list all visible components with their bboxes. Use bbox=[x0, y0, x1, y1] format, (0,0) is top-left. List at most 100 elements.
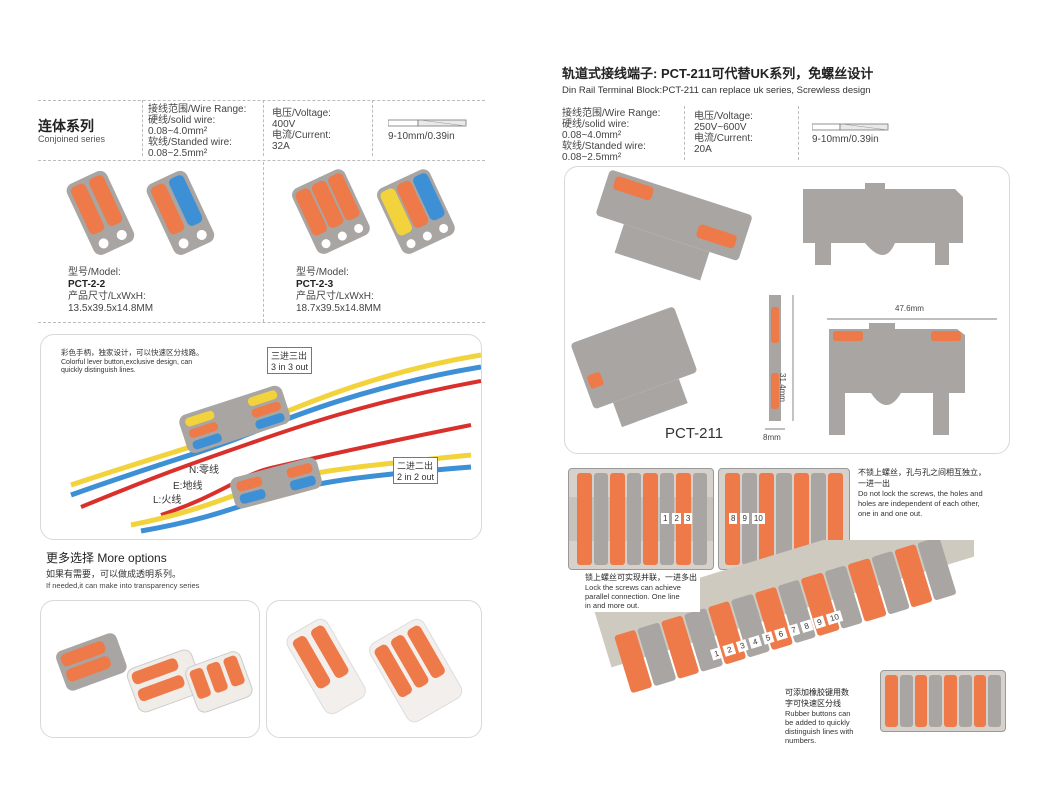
size-label: 产品尺寸/LxWxH: bbox=[68, 291, 146, 302]
spec-divider bbox=[798, 106, 799, 160]
divider bbox=[38, 322, 485, 323]
pct-2-3-photo bbox=[292, 169, 455, 254]
stranded-wire-value: 0.08~2.5mm² bbox=[562, 152, 622, 163]
voltage-value: 250V~600V bbox=[694, 122, 747, 133]
series-subtitle: Conjoined series bbox=[38, 134, 106, 144]
stranded-wire-label: 软线/Standed wire: bbox=[148, 137, 232, 148]
wire-caption-en: quickly distinguish lines. bbox=[61, 367, 136, 374]
voltage-label: 电压/Voltage: bbox=[694, 111, 753, 122]
more-title-en: More options bbox=[97, 551, 167, 565]
current-label: 电流/Current: bbox=[272, 130, 331, 141]
terminal-block bbox=[899, 675, 913, 727]
rubber-note-en: Rubber buttons can bbox=[785, 709, 851, 718]
wire-range-title: 接线范围/Wire Range: bbox=[148, 104, 247, 115]
terminal-block bbox=[643, 473, 658, 565]
independent-note-zh: 不锁上螺丝，孔与孔之间相互独立， bbox=[858, 468, 986, 477]
solid-wire-label: 硬线/solid wire: bbox=[562, 119, 630, 130]
independent-note-en: Do not lock the screws, the holes and bbox=[858, 489, 983, 498]
stripped-wire-icon bbox=[388, 119, 467, 127]
terminal-block bbox=[885, 675, 898, 727]
terminal-block bbox=[914, 675, 928, 727]
pct-211-photos bbox=[571, 170, 997, 435]
terminal-block bbox=[988, 675, 1001, 727]
rubber-note: 可添加橡胶键用数 字可快速区分线 Rubber buttons can be a… bbox=[782, 685, 857, 747]
model-label: 型号/Model: bbox=[68, 267, 121, 278]
terminal-block bbox=[944, 675, 957, 727]
strip-length: 9-10mm/0.39in bbox=[388, 131, 455, 142]
number-tag: 1 bbox=[661, 513, 670, 524]
size-label: 产品尺寸/LxWxH: bbox=[296, 291, 374, 302]
width-dimension: 47.6mm bbox=[895, 304, 924, 313]
voltage-label: 电压/Voltage: bbox=[272, 108, 331, 119]
two-in-two-out-box: 二进二出 2 in 2 out bbox=[393, 457, 439, 484]
wire-photo-panel: 彩色手柄，独家设计，可以快速区分线路。 Colorful lever butto… bbox=[40, 334, 482, 540]
top-divider bbox=[38, 100, 485, 101]
parallel-note-zh: 锁上螺丝可实现并联，一进多出 bbox=[585, 573, 697, 582]
current-value: 32A bbox=[272, 141, 290, 152]
terminal-block bbox=[958, 675, 972, 727]
stripped-wire-icon bbox=[812, 123, 889, 131]
wire-caption-en: Colorful lever button,exclusive design, … bbox=[61, 359, 193, 366]
parallel-note-en: Lock the screws can achieve bbox=[585, 583, 681, 592]
terminal-row bbox=[885, 675, 1001, 727]
product-subtitle: Din Rail Terminal Block:PCT-211 can repl… bbox=[562, 85, 871, 96]
wire-caption-zh: 彩色手柄，独家设计，可以快速区分线路。 bbox=[61, 348, 204, 357]
depth-dimension: 8mm bbox=[763, 433, 781, 442]
two-zh: 二进二出 bbox=[397, 461, 434, 471]
spec-divider bbox=[263, 100, 264, 156]
terminal-row bbox=[577, 473, 707, 565]
terminal-block bbox=[626, 473, 641, 565]
rubber-note-en: numbers. bbox=[785, 736, 817, 745]
earth-label: E:地线 bbox=[173, 481, 203, 492]
divider bbox=[38, 160, 485, 161]
rail-photo-rubber bbox=[880, 670, 1006, 732]
rubber-note-zh: 字可快速区分线 bbox=[785, 699, 841, 708]
independent-note-en: holes are independent of each other, bbox=[858, 499, 980, 508]
solid-wire-label: 硬线/solid wire: bbox=[148, 115, 216, 126]
pct-211-panel: 47.6mm 31.4mm 8mm PCT-211 bbox=[564, 166, 1010, 454]
height-dimension: 31.4mm bbox=[778, 373, 787, 402]
transparent-panel-2 bbox=[266, 600, 482, 738]
terminal-block bbox=[692, 473, 707, 565]
terminal-block bbox=[577, 473, 592, 565]
number-tag: 3 bbox=[683, 513, 693, 524]
parallel-note: 锁上螺丝可实现并联，一进多出 Lock the screws can achie… bbox=[582, 570, 700, 612]
more-options-title: 更多选择 More options bbox=[46, 551, 167, 566]
terminal-block bbox=[593, 473, 608, 565]
spec-divider bbox=[142, 100, 143, 156]
stranded-wire-label: 软线/Standed wire: bbox=[562, 141, 646, 152]
terminal-block bbox=[610, 473, 625, 565]
size-value: 18.7x39.5x14.8MM bbox=[296, 303, 382, 314]
product-title: 轨道式接线端子: PCT-211可代替UK系列，免螺丝设计 bbox=[562, 66, 874, 81]
number-tags: 8 9 10 bbox=[729, 513, 765, 524]
terminal-block bbox=[973, 675, 987, 727]
terminal-block bbox=[793, 473, 809, 565]
size-value: 13.5x39.5x14.8MM bbox=[68, 303, 154, 314]
terminal-block bbox=[759, 473, 775, 565]
number-tags: 1 2 3 bbox=[661, 513, 693, 524]
product-model: PCT-211 bbox=[665, 425, 724, 442]
pct-2-2-photo bbox=[66, 170, 215, 255]
spec-divider bbox=[684, 106, 685, 160]
transparent-panel-1 bbox=[40, 600, 260, 738]
parallel-note-en: in and more out. bbox=[585, 601, 640, 610]
strip-length: 9-10mm/0.39in bbox=[812, 134, 879, 145]
number-tag: 2 bbox=[672, 513, 681, 524]
more-title-zh: 更多选择 bbox=[46, 551, 95, 565]
series-title: 连体系列 bbox=[38, 118, 94, 134]
three-in-three-out-box: 三进三出 3 in 3 out bbox=[267, 347, 313, 374]
live-label: L:火线 bbox=[153, 495, 182, 506]
current-value: 20A bbox=[694, 144, 712, 155]
three-zh: 三进三出 bbox=[271, 351, 308, 361]
terminal-block bbox=[676, 473, 691, 565]
wire-connections-photo bbox=[70, 352, 481, 534]
rubber-note-en: be added to quickly bbox=[785, 718, 850, 727]
terminal-block bbox=[929, 675, 942, 727]
terminal-block bbox=[742, 473, 758, 565]
center-divider bbox=[263, 162, 264, 322]
wire-range-title: 接线范围/Wire Range: bbox=[562, 108, 661, 119]
parallel-note-en: parallel connection. One line bbox=[585, 592, 680, 601]
model-name: PCT-2-3 bbox=[296, 279, 334, 290]
rubber-note-en: distinguish lines with bbox=[785, 727, 854, 736]
number-tag: 9 bbox=[740, 513, 749, 524]
